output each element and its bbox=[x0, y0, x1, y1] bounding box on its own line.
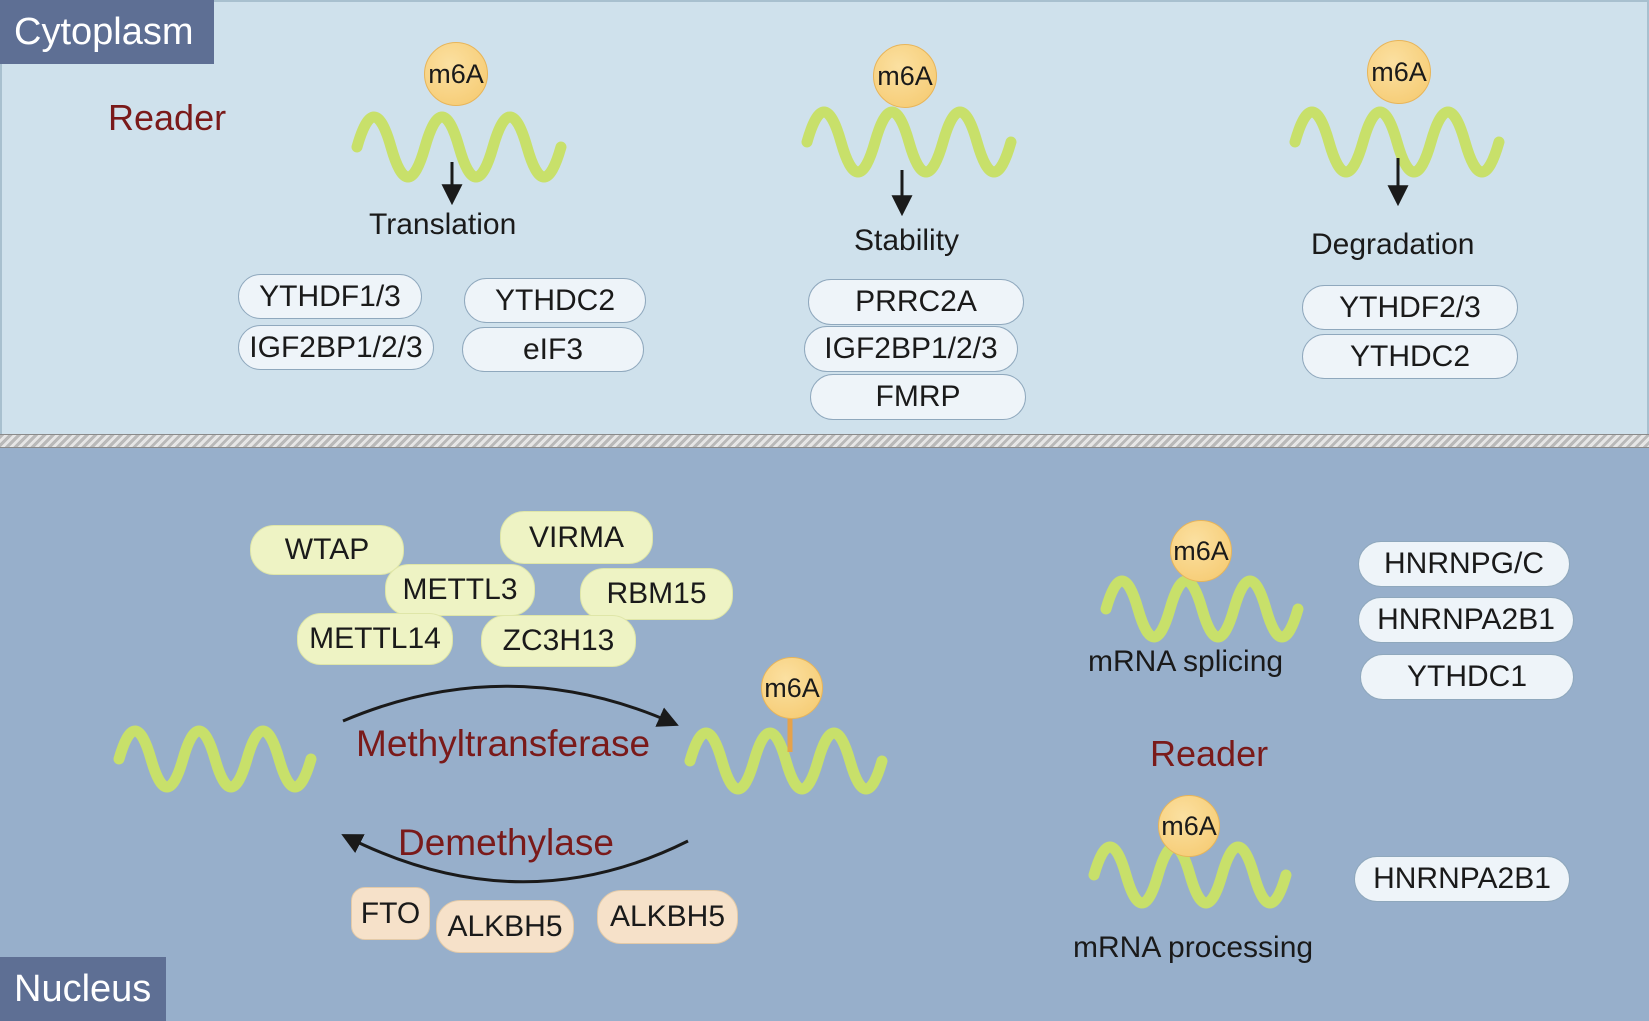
process-label-degradation: Degradation bbox=[1311, 228, 1475, 261]
m6a-mark-modified: m6A bbox=[761, 657, 823, 719]
rna-strand-processing bbox=[1088, 841, 1292, 909]
reader-pill: YTHDF2/3 bbox=[1302, 285, 1518, 330]
reader-pill: HNRNPA2B1 bbox=[1358, 597, 1574, 643]
reader-pill: HNRNPG/C bbox=[1358, 541, 1570, 587]
m6a-mark-splicing: m6A bbox=[1170, 520, 1232, 582]
process-label-splicing: mRNA splicing bbox=[1088, 645, 1284, 678]
process-label-stability: Stability bbox=[854, 224, 960, 257]
eraser-pill: ALKBH5 bbox=[436, 900, 574, 953]
reader-pill: YTHDC2 bbox=[464, 278, 646, 323]
writer-pill: ZC3H13 bbox=[481, 615, 636, 667]
writer-pill: WTAP bbox=[250, 525, 404, 575]
rna-strand-degradation bbox=[1289, 106, 1505, 178]
reader-pill: YTHDF1/3 bbox=[238, 274, 422, 319]
reader-pill: FMRP bbox=[810, 374, 1026, 420]
reader-pill: IGF2BP1/2/3 bbox=[238, 325, 434, 370]
eraser-pill: FTO bbox=[351, 887, 430, 940]
methyltransferase-label: Methyltransferase bbox=[356, 723, 651, 764]
nucleus-label: Nucleus bbox=[0, 957, 166, 1021]
reader-pill: YTHDC2 bbox=[1302, 334, 1518, 379]
reader-pill: eIF3 bbox=[462, 327, 644, 372]
reader-pill: YTHDC1 bbox=[1360, 654, 1574, 700]
rna-strand-unmodified bbox=[113, 725, 317, 793]
demethylase-label: Demethylase bbox=[398, 822, 614, 863]
reader-pill: IGF2BP1/2/3 bbox=[804, 326, 1018, 372]
arrow-methyltransferase bbox=[342, 684, 679, 727]
writer-pill: VIRMA bbox=[500, 511, 653, 564]
reader-pill: PRRC2A bbox=[808, 279, 1024, 325]
writer-pill: METTL14 bbox=[297, 613, 453, 665]
m6a-mark-degradation: m6A bbox=[1367, 40, 1431, 104]
nuclear-membrane bbox=[0, 434, 1649, 448]
eraser-pill: ALKBH5 bbox=[597, 890, 738, 944]
arrow-demethylase bbox=[341, 834, 689, 884]
m6a-mark-stability: m6A bbox=[873, 44, 937, 108]
rna-strand-modified bbox=[684, 727, 888, 795]
writer-pill: METTL3 bbox=[385, 564, 535, 616]
rna-strand-translation bbox=[351, 111, 567, 183]
m6a-mark-translation: m6A bbox=[424, 42, 488, 106]
reader-label-nucleus: Reader bbox=[1150, 733, 1269, 774]
rna-strand-splicing bbox=[1100, 575, 1304, 643]
process-label-processing: mRNA processing bbox=[1073, 931, 1314, 964]
writer-pill: RBM15 bbox=[580, 568, 733, 620]
process-label-translation: Translation bbox=[369, 208, 517, 241]
m6a-mark-processing: m6A bbox=[1158, 795, 1220, 857]
rna-strand-stability bbox=[801, 106, 1017, 178]
reader-label-cytoplasm: Reader bbox=[108, 97, 227, 138]
reader-pill: HNRNPA2B1 bbox=[1354, 856, 1570, 902]
cytoplasm-label: Cytoplasm bbox=[0, 0, 214, 64]
